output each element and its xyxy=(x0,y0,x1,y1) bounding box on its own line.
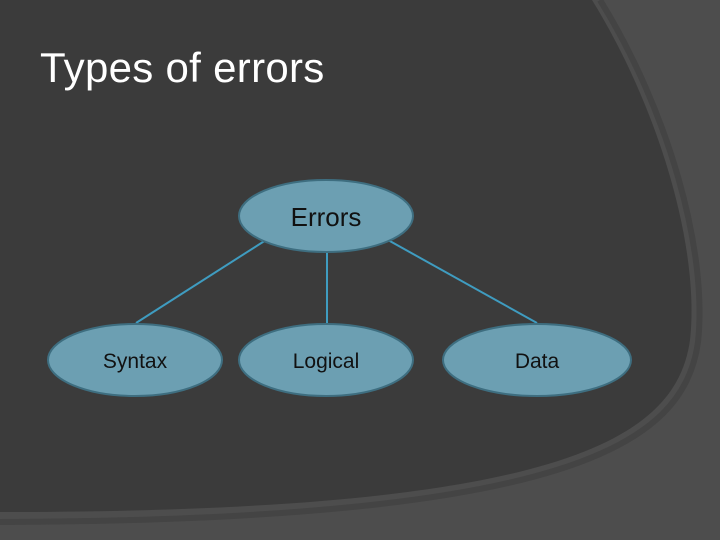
node-errors-label: Errors xyxy=(291,202,362,232)
node-logical-label: Logical xyxy=(293,350,360,373)
node-syntax: Syntax xyxy=(47,323,223,397)
slide-title: Types of errors xyxy=(40,44,325,91)
node-errors: Errors xyxy=(238,179,414,253)
node-data-label: Data xyxy=(515,350,560,373)
node-syntax-label: Syntax xyxy=(103,350,168,373)
node-data: Data xyxy=(442,323,632,397)
connector-errors-syntax xyxy=(135,239,267,324)
node-logical: Logical xyxy=(238,323,414,397)
connector-errors-data xyxy=(387,239,538,324)
background-arc xyxy=(0,0,700,522)
